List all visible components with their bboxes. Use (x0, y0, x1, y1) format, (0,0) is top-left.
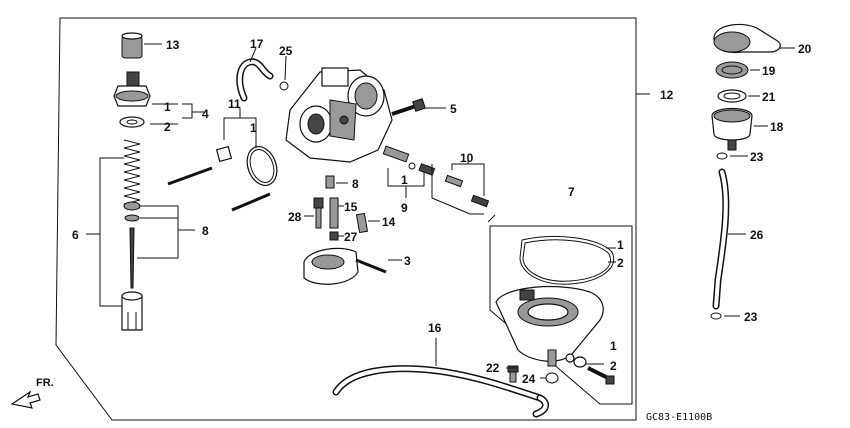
callout-14: 14 (382, 215, 396, 229)
callout-23a: 23 (750, 150, 764, 164)
callout-28: 28 (288, 210, 302, 224)
jet-needle (129, 227, 135, 289)
float-part-3 (303, 247, 387, 285)
pilot-screw-part-28 (313, 197, 324, 229)
jet-part-27 (329, 231, 339, 241)
front-direction-arrow: FR. (10, 377, 54, 409)
callout-4: 4 (202, 107, 209, 121)
callout-17: 17 (250, 37, 264, 51)
washer-part-2c (573, 356, 587, 368)
washer-part-2 (119, 116, 145, 128)
screw-part-22 (507, 365, 519, 383)
callout-1b: 1 (250, 121, 257, 135)
hose-clip-part-23b (710, 312, 722, 320)
callout-26: 26 (750, 228, 764, 242)
front-marker-label: FR. (36, 377, 54, 389)
screw-part-14 (355, 212, 369, 234)
callout-1a: 1 (164, 100, 171, 114)
o-ring-part-21 (717, 89, 747, 103)
filter-part-19 (715, 61, 749, 79)
rubber-cap-part-13 (121, 32, 143, 59)
main-assembly-frame (55, 17, 637, 421)
fuel-tube-part-26 (712, 168, 730, 310)
float-chamber-gasket (519, 235, 615, 285)
air-screw-group-part-9 (382, 145, 436, 176)
square-gasket-part-11 (215, 145, 233, 163)
callout-1d: 1 (617, 238, 624, 252)
callout-2c: 2 (610, 359, 617, 373)
callout-8b: 8 (352, 177, 359, 191)
callout-12: 12 (660, 88, 674, 102)
callout-8a: 8 (202, 224, 209, 238)
callout-27: 27 (344, 230, 358, 244)
drain-tube-part-16 (332, 365, 549, 418)
callout-11: 11 (228, 97, 241, 111)
screw-part-5 (391, 98, 426, 116)
callout-3: 3 (404, 254, 411, 268)
clip-part-25 (279, 81, 289, 91)
callout-2b: 2 (617, 256, 624, 270)
fuel-cock-body-part-18 (711, 107, 753, 151)
callout-18: 18 (770, 120, 784, 134)
callout-25: 25 (279, 44, 293, 58)
callout-20: 20 (798, 42, 812, 56)
callout-2a: 2 (164, 120, 171, 134)
carburetor-body-part-12 (285, 67, 393, 163)
callout-16: 16 (428, 321, 442, 335)
throttle-valve (121, 291, 143, 331)
float-chamber-frame (489, 225, 633, 405)
callout-15: 15 (344, 200, 358, 214)
hose-clip-part-23a (716, 152, 728, 160)
throttle-spring (123, 139, 141, 209)
callout-1e: 1 (610, 339, 617, 353)
callout-19: 19 (762, 64, 776, 78)
callout-23b: 23 (744, 310, 758, 324)
jet-holder-part-15 (329, 197, 339, 229)
callout-24: 24 (522, 372, 536, 386)
callout-7: 7 (568, 185, 575, 199)
callout-1c: 1 (401, 173, 408, 187)
callout-22: 22 (486, 361, 500, 375)
callout-9: 9 (401, 201, 408, 215)
callout-21: 21 (762, 90, 776, 104)
jet-part-8 (325, 175, 335, 189)
o-ring-part-1 (246, 146, 278, 186)
fuel-cock-lever-part-20 (713, 23, 781, 54)
float-chamber-bowl (495, 285, 604, 367)
callout-10: 10 (460, 151, 474, 165)
callout-5: 5 (450, 102, 457, 116)
top-screw-part-4 (113, 71, 151, 107)
clip-part-24 (545, 372, 559, 384)
screw-set-part-10 (444, 174, 490, 208)
drawing-code: GC83-E1100B (646, 412, 712, 423)
callout-6: 6 (72, 228, 79, 242)
callout-13: 13 (166, 38, 180, 52)
